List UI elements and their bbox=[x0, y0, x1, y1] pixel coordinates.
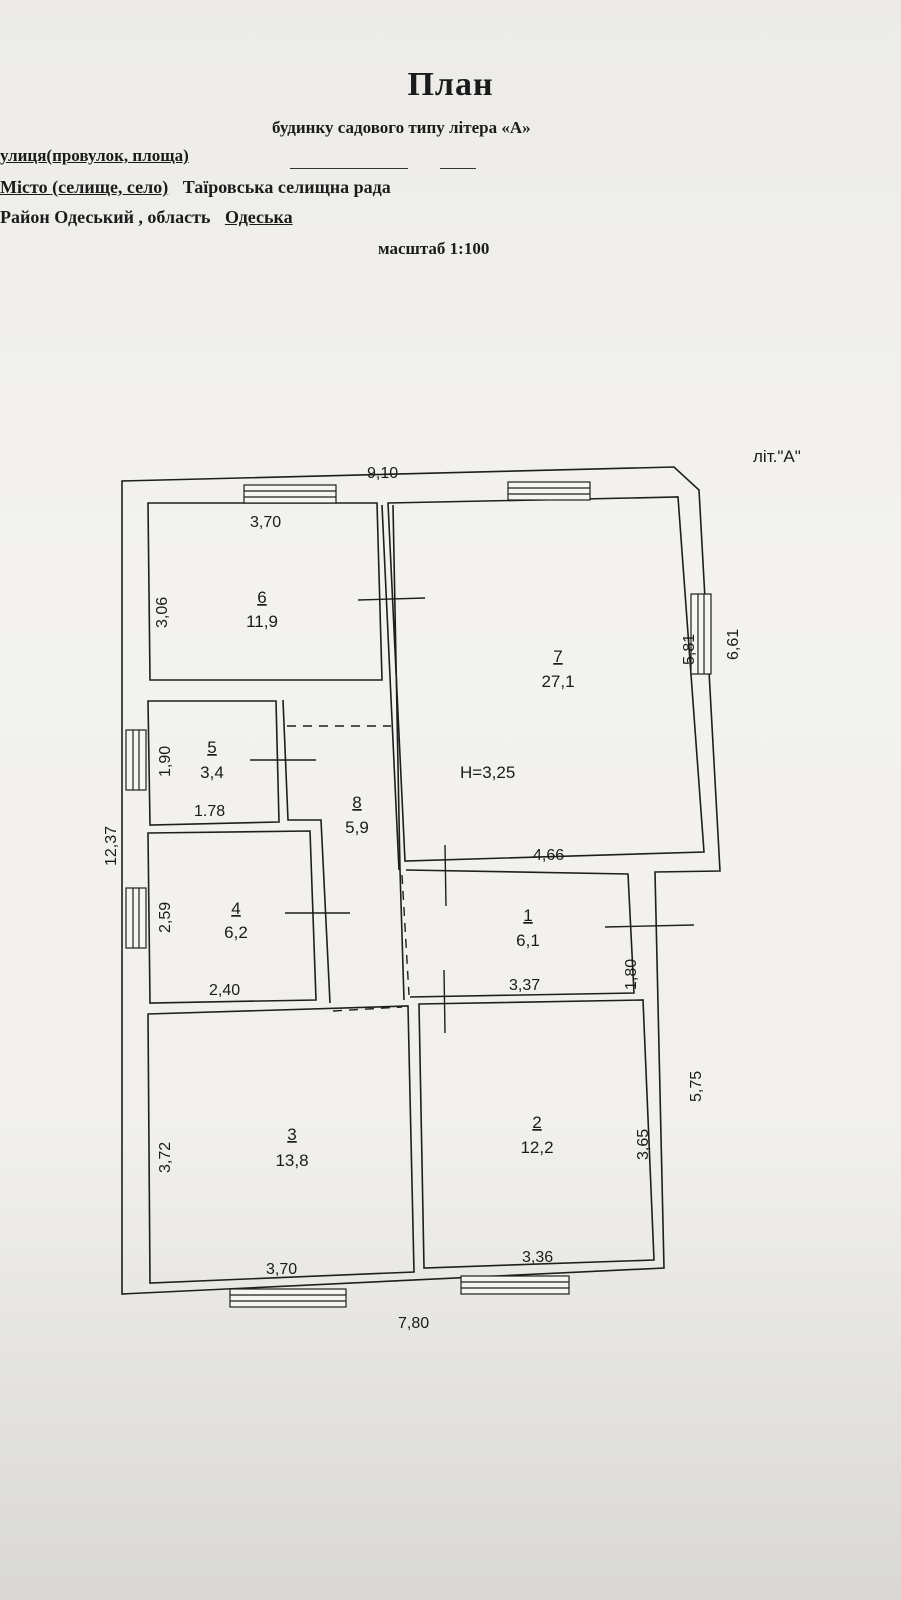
corridor-wall-right bbox=[392, 504, 405, 1001]
room-7-area: 27,1 bbox=[541, 672, 574, 691]
outer-dim-bottom: 7,80 bbox=[398, 1315, 429, 1332]
room-3-outline bbox=[147, 1005, 415, 1284]
street-line: улиця(провулок, площа) bbox=[0, 146, 189, 166]
room-1-width: 3,37 bbox=[509, 977, 540, 994]
street-blank-2 bbox=[440, 168, 476, 169]
window-right bbox=[690, 593, 712, 675]
wall-inner-6-7 bbox=[381, 504, 400, 871]
plan-title: План bbox=[407, 66, 494, 103]
room-5-outline bbox=[147, 700, 280, 826]
corridor-wall-left bbox=[282, 699, 331, 1004]
room-3-depth: 3,72 bbox=[157, 1142, 174, 1173]
room-4-depth: 2,59 bbox=[157, 902, 174, 933]
room-8-area: 5,9 bbox=[345, 818, 369, 837]
door-mark-2 bbox=[443, 969, 446, 1034]
opening-dashed-2 bbox=[401, 874, 410, 996]
room-5-number: 5 bbox=[207, 738, 216, 757]
room-4-width: 2,40 bbox=[209, 982, 240, 999]
street-blank-1 bbox=[290, 168, 408, 169]
door-mark-entrance bbox=[604, 924, 695, 928]
room-3-number: 3 bbox=[287, 1125, 296, 1144]
room-6-width: 3,70 bbox=[250, 514, 281, 531]
room-2-width: 3,36 bbox=[522, 1249, 553, 1266]
outer-dim-top: 9,10 bbox=[367, 465, 398, 482]
room-1-area: 6,1 bbox=[516, 931, 540, 950]
window-left-room-4 bbox=[125, 887, 147, 949]
room-2-depth: 3,65 bbox=[635, 1129, 652, 1160]
window-bottom-right bbox=[460, 1275, 570, 1295]
height-label: Н=3,25 bbox=[460, 763, 515, 782]
window-top-right bbox=[507, 481, 591, 501]
room-6-number: 6 bbox=[257, 588, 266, 607]
room-1-number: 1 bbox=[523, 906, 532, 925]
plan-subtitle: будинку садового типу літера «А» bbox=[272, 118, 531, 137]
room-1-wall bbox=[405, 869, 635, 998]
city-label: Місто (селище, село) bbox=[0, 177, 169, 197]
street-label: улиця(провулок, площа) bbox=[0, 146, 189, 165]
room-8-number: 8 bbox=[352, 793, 361, 812]
room-2-number: 2 bbox=[532, 1113, 541, 1132]
room-4-number: 4 bbox=[231, 899, 240, 918]
room-1-depth: 1,80 bbox=[623, 959, 640, 990]
door-mark-6 bbox=[357, 597, 426, 601]
room-2-area: 12,2 bbox=[520, 1138, 553, 1157]
room-6-depth: 3,06 bbox=[154, 597, 171, 628]
room-4-area: 6,2 bbox=[224, 923, 248, 942]
outer-wall-outline bbox=[121, 466, 721, 1295]
region-value: Одеська bbox=[224, 207, 293, 227]
room-3-width: 3,70 bbox=[266, 1261, 297, 1278]
door-mark-7 bbox=[444, 844, 447, 907]
room-7-width: 4,66 bbox=[533, 847, 564, 864]
region-prefix: Район Одеський , область bbox=[0, 207, 211, 227]
room-5-area: 3,4 bbox=[200, 763, 224, 782]
room-7-depth: 5,81 bbox=[681, 634, 698, 665]
room-6-area: 11,9 bbox=[246, 612, 278, 631]
room-5-depth: 1,90 bbox=[157, 746, 174, 777]
outer-dim-right-upper: 6,61 bbox=[725, 629, 742, 660]
room-2-outline bbox=[418, 999, 655, 1269]
outer-dim-right-lower: 5,75 bbox=[688, 1071, 705, 1102]
region-line: Район Одеський , область Одеська bbox=[0, 207, 293, 228]
room-3-area: 13,8 bbox=[275, 1151, 308, 1170]
scale-label: масштаб 1:100 bbox=[378, 239, 490, 258]
window-left-room-5 bbox=[125, 729, 147, 791]
outer-dim-left: 12,37 bbox=[103, 826, 120, 866]
city-value: Таїровська селищна рада bbox=[182, 177, 391, 197]
room-4-outline bbox=[147, 830, 317, 1004]
city-line: Місто (селище, село) Таїровська селищна … bbox=[0, 177, 391, 198]
window-top-left bbox=[243, 484, 337, 504]
room-7-number: 7 bbox=[553, 647, 562, 666]
litera-label: літ."А" bbox=[753, 447, 801, 466]
window-bottom-left bbox=[229, 1288, 347, 1308]
room-5-width: 1.78 bbox=[194, 803, 225, 820]
opening-dashed-3 bbox=[332, 1006, 403, 1012]
